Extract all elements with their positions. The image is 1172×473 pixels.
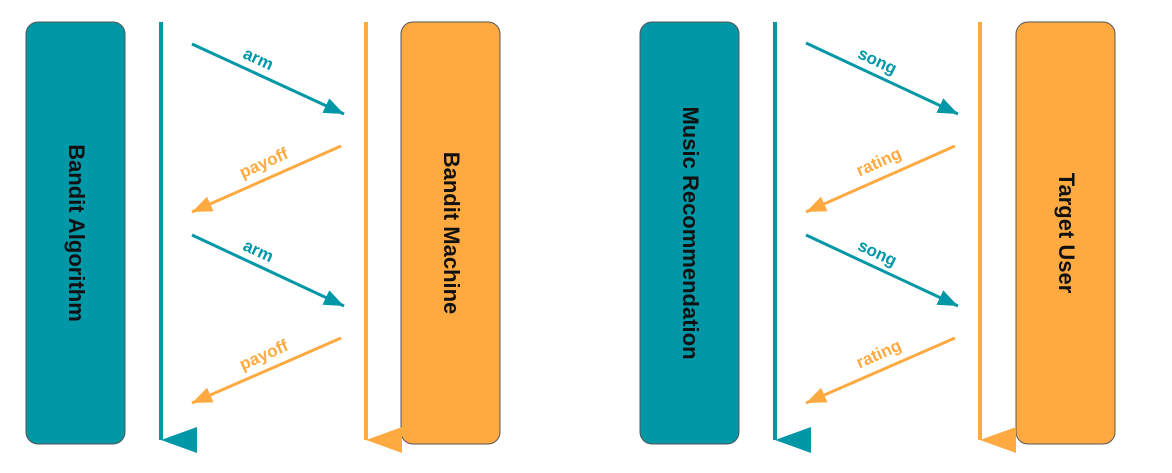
left-box-music-recommendation bbox=[639, 21, 740, 445]
left-box-label: Bandit Algorithm bbox=[64, 144, 89, 322]
message-arrow-1 bbox=[191, 42, 345, 116]
message-arrow-3 bbox=[805, 233, 959, 308]
left-box-bandit-algorithm bbox=[25, 21, 126, 445]
right-box-label: Target User bbox=[1054, 173, 1079, 294]
message-arrow-2 bbox=[191, 144, 342, 214]
right-box-target-user bbox=[1015, 21, 1116, 445]
message-label-3: song bbox=[855, 236, 900, 270]
right-box-bandit-machine bbox=[400, 21, 501, 445]
message-label-4: payoff bbox=[237, 336, 292, 374]
message-label-1: song bbox=[855, 44, 900, 78]
message-arrow-4 bbox=[805, 336, 956, 405]
message-label-4: rating bbox=[853, 336, 904, 373]
left-box-label: Music Recommendation bbox=[678, 106, 703, 359]
panel-music: Music Recommendation Target User song ra… bbox=[639, 21, 1116, 453]
message-label-2: rating bbox=[853, 144, 904, 181]
message-arrow-3 bbox=[191, 233, 345, 308]
message-arrow-2 bbox=[805, 144, 956, 214]
message-label-2: payoff bbox=[237, 144, 292, 182]
right-box-label: Bandit Machine bbox=[439, 152, 464, 315]
message-arrow-1 bbox=[805, 41, 959, 116]
panel-bandit: Bandit Algorithm Bandit Machine arm payo… bbox=[25, 21, 501, 453]
message-arrow-4 bbox=[191, 336, 342, 405]
